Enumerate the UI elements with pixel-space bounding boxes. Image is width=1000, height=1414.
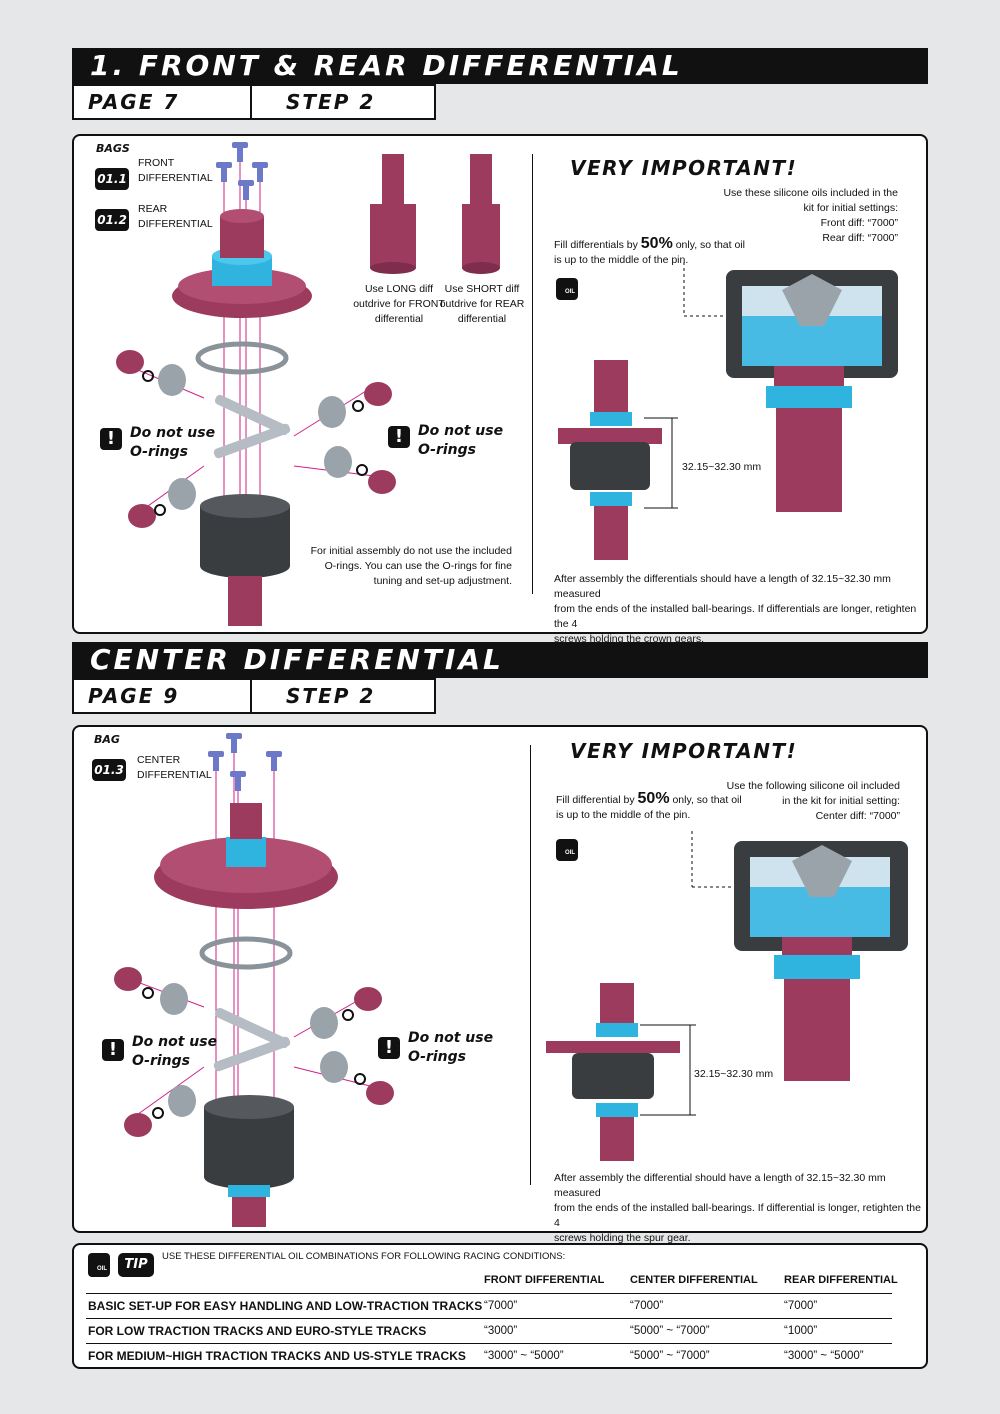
col-header-front: FRONT DIFFERENTIAL (484, 1274, 605, 1286)
table-row-label: FOR LOW TRACTION TRACKS AND EURO-STYLE T… (88, 1324, 427, 1338)
table-row-label: FOR MEDIUM~HIGH TRACTION TRACKS AND US-S… (88, 1349, 466, 1363)
table-rule (86, 1318, 892, 1319)
bag-badge-center: 01.3 (92, 759, 126, 781)
outdrive-illustrations (370, 154, 500, 274)
warning-icon-left: ! (102, 1039, 124, 1061)
bag-badge-rear: 01.2 (95, 209, 129, 231)
table-cell-front: “3000” ~ “5000” (484, 1350, 564, 1362)
very-important-heading: VERY IMPORTANT! (570, 739, 798, 763)
after-assembly-note: After assembly the differential should h… (554, 1172, 921, 1244)
oil-icon: OIL (88, 1253, 110, 1277)
table-cell-rear: “3000” ~ “5000” (784, 1350, 864, 1362)
table-cell-center: “5000” ~ “7000” (630, 1350, 710, 1362)
measure-label: 32.15~32.30 mm (694, 1068, 774, 1080)
section2-title: CENTER DIFFERENTIAL (72, 642, 928, 678)
section2-page-step: PAGE 9 STEP 2 (72, 678, 436, 714)
bag-badge-front: 01.1 (95, 168, 129, 190)
bags-label: BAGS (96, 142, 130, 155)
after-assembly-note: After assembly the differentials should … (554, 573, 917, 645)
tip-intro: USE THESE DIFFERENTIAL OIL COMBINATIONS … (162, 1251, 566, 1262)
warning-icon-left: ! (100, 428, 122, 450)
fill-note: Fill differential by 50% only, so that o… (556, 790, 742, 822)
initial-assembly-note: For initial assembly do not use the incl… (310, 545, 512, 587)
front-rear-diff-exploded-diagram (116, 142, 396, 626)
bag-label: BAG (94, 733, 120, 746)
tip-badge: TIP (118, 1253, 154, 1277)
table-cell-center: “5000” ~ “7000” (630, 1325, 710, 1337)
section1-step: STEP 2 (286, 90, 376, 114)
section2-step: STEP 2 (286, 684, 376, 708)
table-rule (86, 1343, 892, 1344)
panel-divider (532, 154, 533, 594)
oil-icon: OIL (556, 278, 578, 300)
section1-page: PAGE 7 (74, 86, 252, 118)
table-cell-center: “7000” (630, 1300, 664, 1312)
section2-page: PAGE 9 (74, 680, 252, 712)
very-important-heading: VERY IMPORTANT! (570, 156, 798, 180)
table-cell-rear: “1000” (784, 1325, 818, 1337)
center-diff-exploded-diagram (114, 733, 394, 1227)
warning-icon-right: ! (388, 426, 410, 448)
section1-page-step: PAGE 7 STEP 2 (72, 84, 436, 120)
col-header-center: CENTER DIFFERENTIAL (630, 1274, 758, 1286)
col-header-rear: REAR DIFFERENTIAL (784, 1274, 898, 1286)
tip-panel: OIL TIP USE THESE DIFFERENTIAL OIL COMBI… (72, 1243, 928, 1369)
oil-icon: OIL (556, 839, 578, 861)
section1-title: 1. FRONT & REAR DIFFERENTIAL (72, 48, 928, 84)
fill-note: Fill differentials by 50% only, so that … (554, 235, 745, 267)
table-cell-front: “3000” (484, 1325, 518, 1337)
measure-label: 32.15~32.30 mm (682, 461, 762, 473)
table-rule (86, 1293, 892, 1294)
table-row-label: BASIC SET-UP FOR EASY HANDLING AND LOW-T… (88, 1299, 483, 1313)
table-cell-rear: “7000” (784, 1300, 818, 1312)
table-cell-front: “7000” (484, 1300, 518, 1312)
center-diff-oil-cutaway-diagram (546, 831, 908, 1161)
warning-icon-right: ! (378, 1037, 400, 1059)
diff-oil-cutaway-diagram (558, 262, 898, 560)
panel-divider (530, 745, 531, 1185)
